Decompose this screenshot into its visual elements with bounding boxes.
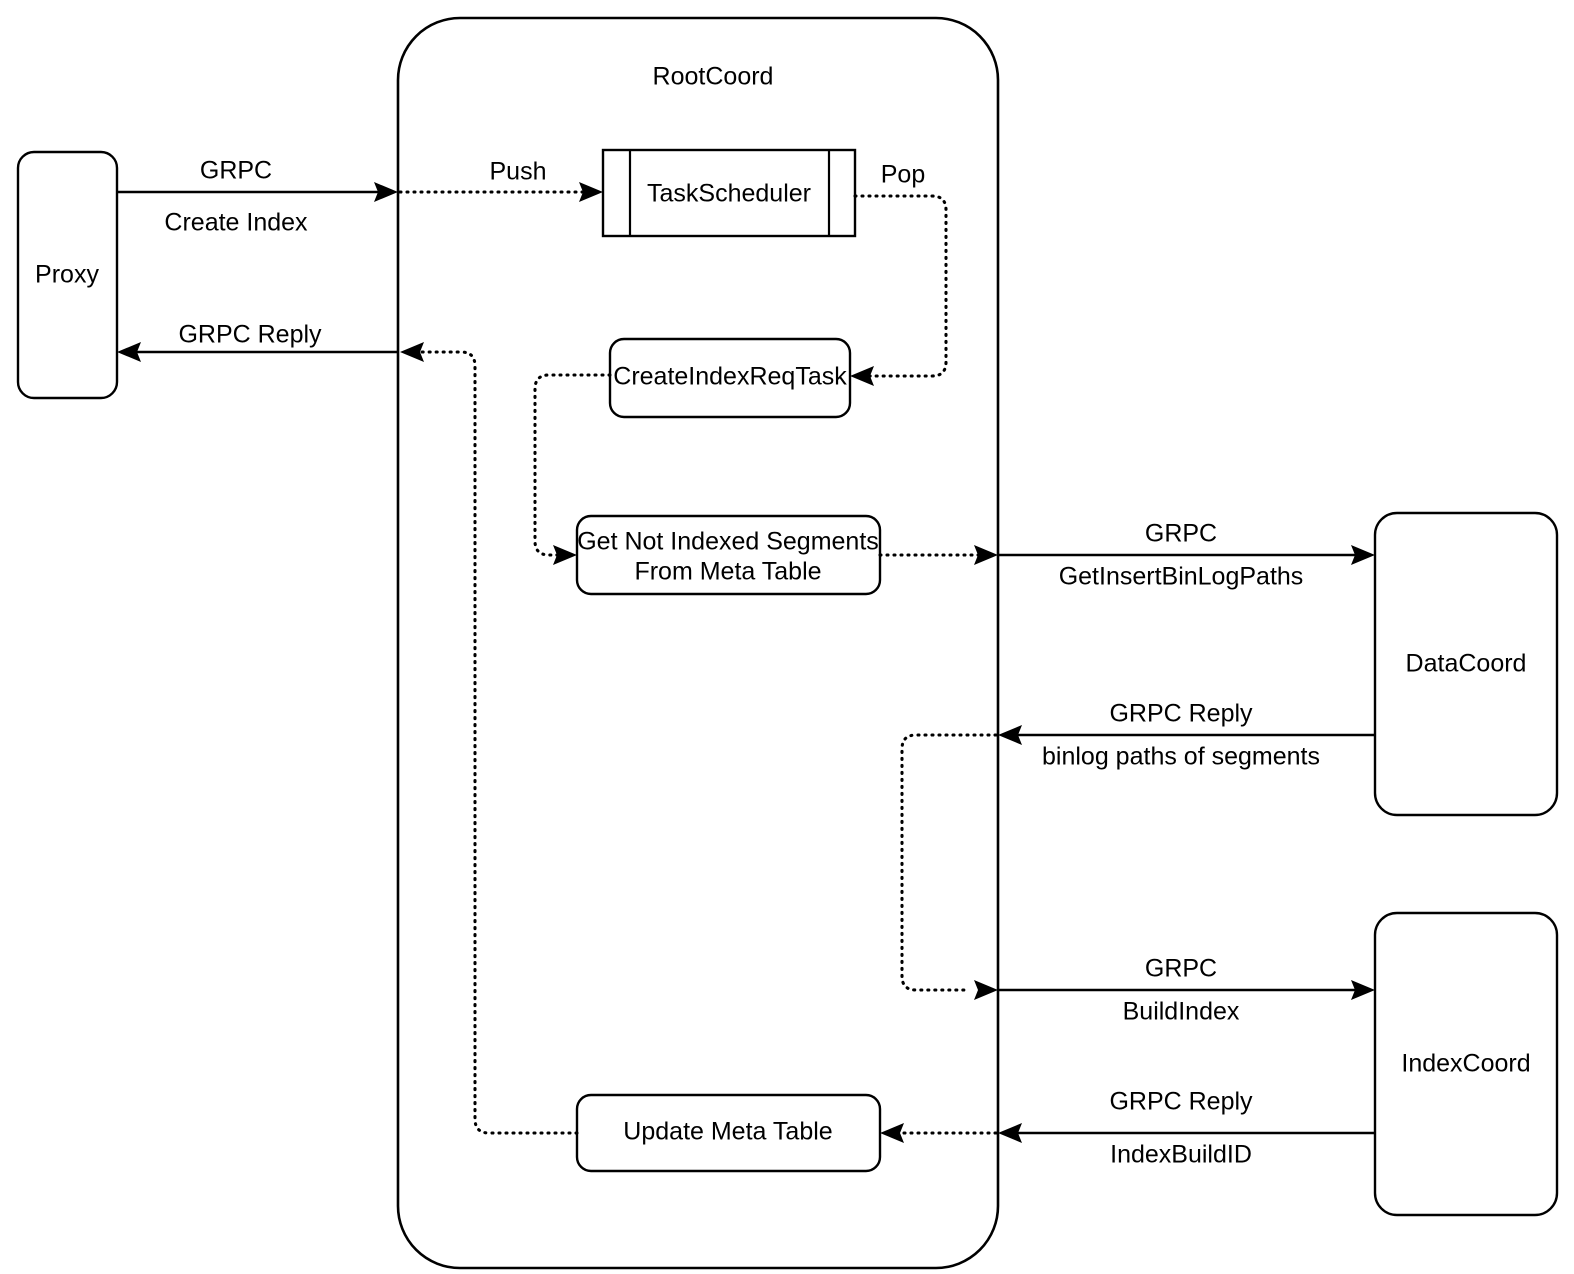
get-not-indexed-segments-label-line2: From Meta Table: [634, 558, 821, 586]
edge-pop-path: [853, 194, 948, 378]
node-proxy[interactable]: Proxy: [16, 150, 119, 400]
update-meta-table-label: Update Meta Table: [623, 1118, 832, 1146]
edge-datacoord-reply-loop[interactable]: [900, 733, 998, 1000]
edge-proxy-to-rootcoord-arrowhead: [374, 182, 398, 202]
rootcoord-container[interactable]: RootCoord: [396, 16, 1000, 1270]
node-get-not-indexed-segments[interactable]: Get Not Indexed Segments From Meta Table: [575, 514, 882, 596]
get-not-indexed-segments-label-line1: Get Not Indexed Segments: [577, 528, 879, 556]
edge-label-grpc-reply-proxy: GRPC Reply: [178, 321, 322, 349]
edge-datacoord-to-rootcoord-arrowhead: [998, 725, 1022, 745]
edge-rootcoord-to-taskscheduler[interactable]: Push: [398, 158, 603, 202]
proxy-shape: [16, 150, 119, 400]
proxy-label: Proxy: [35, 261, 99, 289]
node-task-scheduler[interactable]: TaskScheduler: [601, 148, 857, 238]
rootcoord-container-shape: [396, 16, 1000, 1270]
edge-indexcoord-to-rootcoord[interactable]: GRPC Reply IndexBuildID: [998, 1088, 1375, 1169]
edge-rootcoord-to-proxy[interactable]: GRPC Reply: [117, 321, 398, 362]
edge-updatemeta-to-wall-arrowhead: [400, 342, 424, 362]
edge-label-grpc-reply-datacoord: GRPC Reply: [1109, 700, 1253, 728]
create-index-req-task-label: CreateIndexReqTask: [613, 363, 847, 391]
edge-taskscheduler-to-task[interactable]: Pop: [850, 161, 948, 386]
node-update-meta-table[interactable]: Update Meta Table: [575, 1093, 882, 1173]
edge-rootcoord-to-datacoord[interactable]: GRPC GetInsertBinLogPaths: [998, 520, 1375, 591]
indexcoord-shape: [1373, 911, 1559, 1217]
edge-label-grpc-create: GRPC: [200, 157, 272, 185]
datacoord-label: DataCoord: [1406, 650, 1527, 678]
edge-indexcoord-to-rootcoord-arrowhead: [998, 1123, 1022, 1143]
node-indexcoord[interactable]: IndexCoord: [1373, 911, 1559, 1217]
edge-push-arrowhead: [579, 182, 603, 202]
edge-rootcoord-to-indexcoord[interactable]: GRPC BuildIndex: [998, 955, 1375, 1026]
create-index-req-task-shape: [608, 337, 852, 419]
edge-datacoord-to-rootcoord[interactable]: GRPC Reply binlog paths of segments: [998, 700, 1375, 771]
edge-label-buildindex: BuildIndex: [1123, 998, 1240, 1026]
indexcoord-label: IndexCoord: [1401, 1050, 1530, 1078]
edge-label-grpc-reply-indexcoord: GRPC Reply: [1109, 1088, 1253, 1116]
edge-task-to-getsegments[interactable]: [533, 373, 612, 565]
edge-rootcoord-to-indexcoord-arrowhead: [1351, 980, 1375, 1000]
edge-label-create-index: Create Index: [164, 209, 308, 237]
edge-getsegments-to-wall[interactable]: [878, 545, 998, 565]
edge-label-push: Push: [490, 158, 547, 186]
rootcoord-title: RootCoord: [653, 63, 774, 91]
edge-proxy-to-rootcoord[interactable]: GRPC Create Index: [117, 157, 398, 237]
edge-datacoord-reply-loop-path: [900, 733, 998, 992]
edge-task-to-getsegments-path: [533, 373, 612, 557]
edge-wall-to-updatemeta-arrowhead: [880, 1123, 904, 1143]
edge-getsegments-to-wall-arrowhead: [974, 545, 998, 565]
edge-label-pop: Pop: [881, 161, 925, 189]
edge-updatemeta-to-wall-path: [416, 350, 579, 1135]
edge-label-indexbuildid: IndexBuildID: [1110, 1141, 1252, 1169]
edge-label-getinsertbinlogpaths: GetInsertBinLogPaths: [1059, 563, 1304, 591]
edge-datacoord-reply-loop-arrowhead: [974, 980, 998, 1000]
task-scheduler-label: TaskScheduler: [647, 180, 811, 208]
edge-label-grpc-datacoord: GRPC: [1145, 520, 1217, 548]
edge-label-binlog-paths: binlog paths of segments: [1042, 743, 1320, 771]
edge-rootcoord-to-datacoord-arrowhead: [1351, 545, 1375, 565]
edge-rootcoord-to-proxy-arrowhead: [117, 342, 141, 362]
node-datacoord[interactable]: DataCoord: [1373, 511, 1559, 817]
edge-pop-arrowhead: [850, 366, 874, 386]
datacoord-shape: [1373, 511, 1559, 817]
edge-wall-to-updatemeta[interactable]: [880, 1123, 998, 1143]
edge-updatemeta-to-wall[interactable]: [400, 342, 579, 1135]
task-scheduler-shape: [601, 148, 857, 238]
edge-label-grpc-indexcoord: GRPC: [1145, 955, 1217, 983]
edge-task-to-getsegments-arrowhead: [553, 545, 577, 565]
node-create-index-req-task[interactable]: CreateIndexReqTask: [608, 337, 852, 419]
